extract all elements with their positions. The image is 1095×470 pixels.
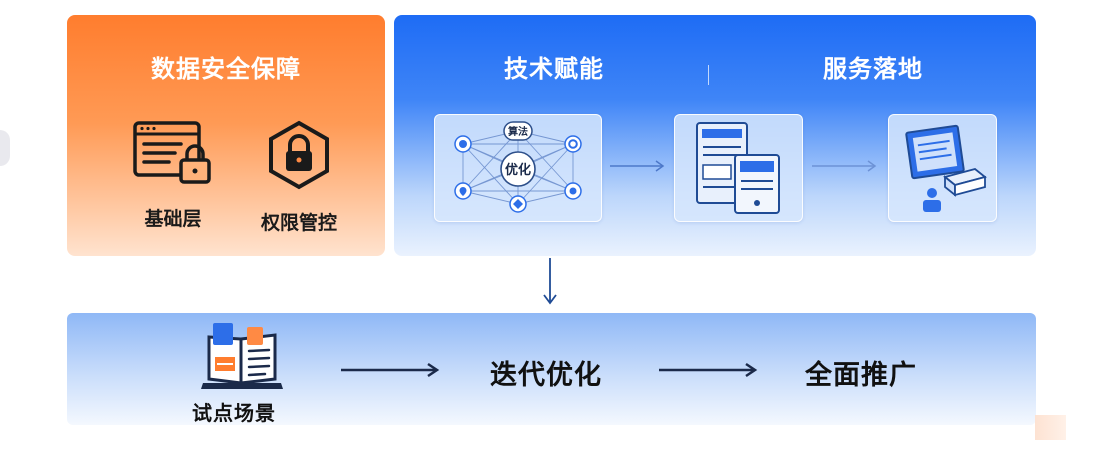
pilot-scenario-label: 试点场景	[192, 401, 276, 425]
arrow-down-icon	[543, 258, 557, 305]
base-layer-label: 基础层	[144, 208, 202, 230]
document-lock-icon	[133, 121, 211, 184]
hexagon-lock-icon	[269, 120, 329, 190]
base-layer-item: 基础层	[113, 120, 233, 231]
pilot-scenario-icon	[201, 323, 283, 389]
network-top-node-label: 算法	[507, 125, 528, 138]
title-divider	[708, 65, 709, 85]
server-icon	[696, 122, 780, 214]
terminal-panel	[888, 114, 997, 222]
full-rollout-label: 全面推广	[805, 360, 917, 391]
network-nodes	[454, 121, 582, 213]
server-panel	[674, 114, 803, 222]
tech-enable-title: 技术赋能	[504, 55, 604, 83]
permission-control-label: 权限管控	[260, 212, 337, 234]
flow-arrow-icon-2	[659, 362, 758, 378]
algorithm-network-diagram: 算法 优化	[454, 121, 582, 213]
tech-service-card: 技术赋能 服务落地 算法 优化	[394, 15, 1036, 256]
monitor-user-icon	[905, 124, 987, 212]
service-landing-title: 服务落地	[823, 55, 923, 83]
iterate-optimize-label: 迭代优化	[490, 360, 602, 391]
data-security-title: 数据安全保障	[151, 55, 301, 83]
algorithm-network-panel: 算法 优化	[434, 114, 602, 222]
rollout-band: 试点场景 迭代优化 全面推广	[67, 313, 1036, 425]
network-center-node-label: 优化	[505, 162, 531, 178]
corner-decoration	[1035, 415, 1066, 440]
permission-control-item: 权限管控	[239, 120, 359, 235]
arrow-right-icon	[610, 160, 665, 172]
data-security-card: 数据安全保障 基础层 权限管控	[67, 15, 385, 256]
flow-arrow-icon-1	[341, 362, 440, 378]
left-edge-tab	[0, 130, 10, 166]
arrow-right-icon-2	[812, 160, 877, 172]
